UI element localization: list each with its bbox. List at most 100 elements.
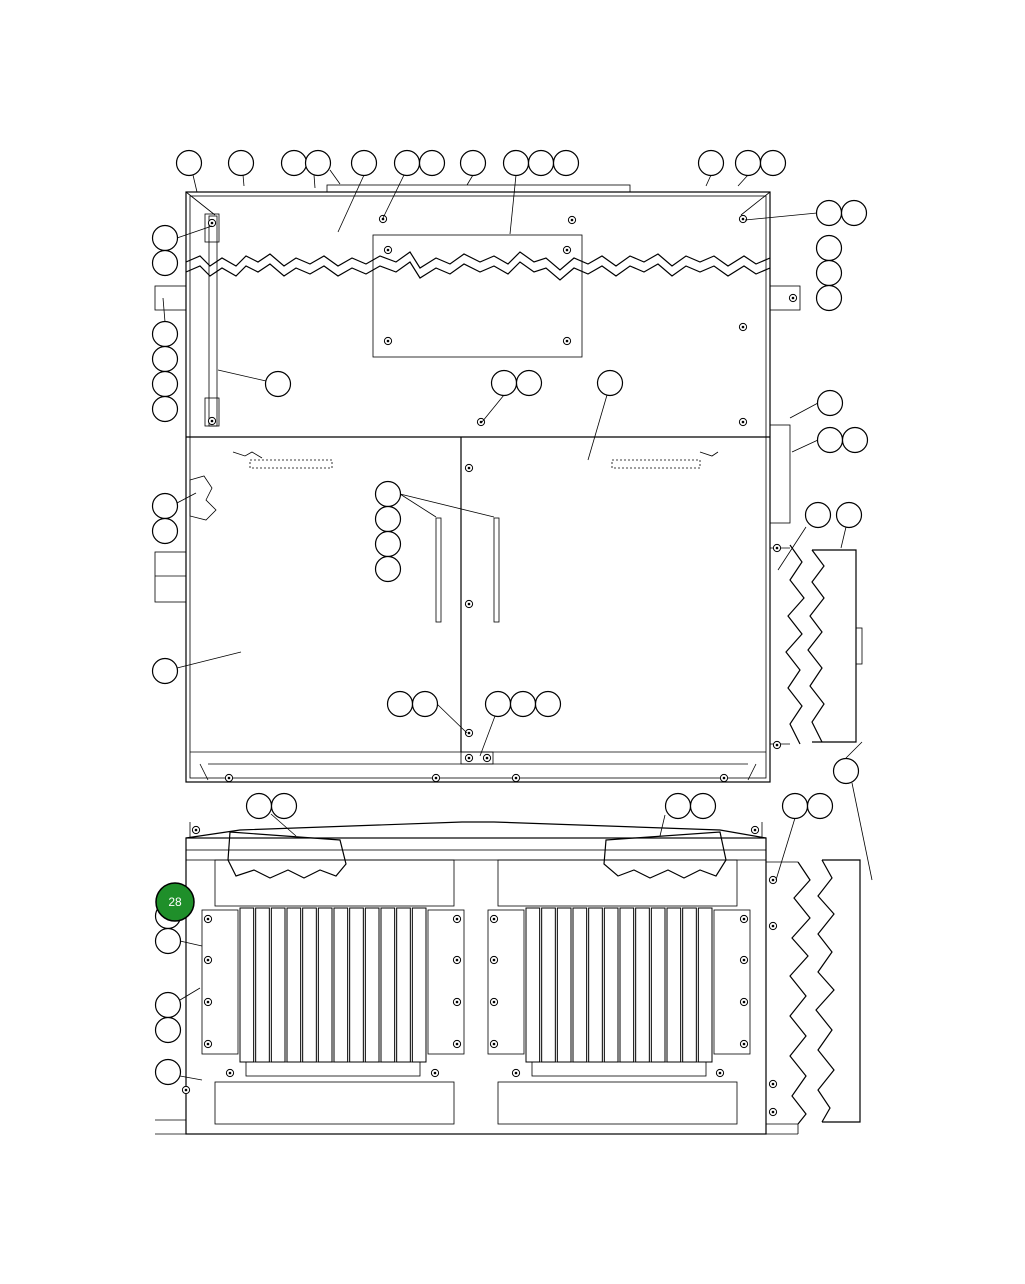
- bolt-center: [467, 602, 471, 606]
- callout-circle[interactable]: [154, 927, 182, 955]
- coil-fins-right: [525, 907, 713, 1063]
- coil-fin: [255, 907, 270, 1063]
- callout-circle[interactable]: [154, 1016, 182, 1044]
- callout-circle[interactable]: [151, 370, 179, 398]
- coil-fin: [635, 907, 650, 1063]
- bolt-center: [718, 1071, 722, 1075]
- callout-circle[interactable]: [151, 657, 179, 685]
- callout-circle[interactable]: [350, 149, 378, 177]
- coil-fin: [541, 907, 556, 1063]
- callout-circle[interactable]: [815, 284, 843, 312]
- leader-line: [845, 741, 863, 759]
- bolt-center: [467, 756, 471, 760]
- leader-line: [509, 174, 517, 235]
- callout-circle[interactable]: [816, 389, 844, 417]
- callout-circle[interactable]: [534, 690, 562, 718]
- callout-circle[interactable]: [151, 345, 179, 373]
- callout-circle[interactable]: [515, 369, 543, 397]
- highlighted-callout[interactable]: 28: [155, 882, 195, 922]
- side-panel-right: [770, 544, 863, 745]
- callout-circle[interactable]: [270, 792, 298, 820]
- callout-circle[interactable]: [386, 690, 414, 718]
- callout-circle[interactable]: [596, 369, 624, 397]
- callout-circle[interactable]: [815, 234, 843, 262]
- coil-fin: [666, 907, 682, 1063]
- callout-circle[interactable]: [175, 149, 203, 177]
- coil-fin: [650, 907, 666, 1063]
- leader-line: [217, 369, 267, 382]
- callout-circle[interactable]: [781, 792, 809, 820]
- coil-fin: [572, 907, 588, 1063]
- leader-line: [399, 493, 495, 518]
- callout-circle[interactable]: [815, 259, 843, 287]
- callout-circle[interactable]: [459, 149, 487, 177]
- leader-line: [775, 817, 796, 881]
- callout-circle[interactable]: [418, 149, 446, 177]
- callout-circle[interactable]: [151, 320, 179, 348]
- callout-circle[interactable]: [832, 757, 860, 785]
- callout-circle[interactable]: [151, 395, 179, 423]
- callout-circle[interactable]: [527, 149, 555, 177]
- coil-fin: [411, 907, 427, 1063]
- bolt-center: [206, 917, 210, 921]
- bolt-center: [485, 756, 489, 760]
- callout-circle[interactable]: [509, 690, 537, 718]
- callout-circle[interactable]: [151, 224, 179, 252]
- callout-circle[interactable]: [664, 792, 692, 820]
- bolt-center: [570, 218, 574, 222]
- callout-28-circle[interactable]: [155, 882, 195, 922]
- callout-circle[interactable]: [154, 991, 182, 1019]
- bolt-center: [455, 1042, 459, 1046]
- callout-circles: [151, 149, 869, 1086]
- coil-fin: [682, 907, 697, 1063]
- leader-line: [192, 174, 198, 193]
- callout-circle[interactable]: [374, 480, 402, 508]
- callout-circle[interactable]: [484, 690, 512, 718]
- callout-circle[interactable]: [759, 149, 787, 177]
- leader-line: [466, 174, 474, 186]
- leader-line: [242, 174, 245, 187]
- callout-circle[interactable]: [374, 530, 402, 558]
- callout-circle[interactable]: [697, 149, 725, 177]
- coil-fin: [333, 907, 349, 1063]
- bolt-center: [565, 339, 569, 343]
- callout-circle[interactable]: [835, 501, 863, 529]
- callout-circle[interactable]: [502, 149, 530, 177]
- coil-fin: [380, 907, 396, 1063]
- callout-circle[interactable]: [374, 555, 402, 583]
- callout-circle[interactable]: [840, 199, 868, 227]
- bolt-center: [753, 828, 757, 832]
- leader-line: [851, 782, 873, 881]
- break-line-top: [185, 251, 771, 271]
- callout-circle[interactable]: [490, 369, 518, 397]
- coil-fin: [603, 907, 619, 1063]
- leader-line: [270, 813, 297, 837]
- leader-line: [436, 703, 468, 734]
- callout-circle[interactable]: [154, 1058, 182, 1086]
- callout-circle[interactable]: [411, 690, 439, 718]
- callout-circle[interactable]: [374, 505, 402, 533]
- bolt-center: [492, 958, 496, 962]
- bolt-center: [771, 1082, 775, 1086]
- callout-circle[interactable]: [393, 149, 421, 177]
- callout-circle[interactable]: [264, 370, 292, 398]
- callout-circle[interactable]: [280, 149, 308, 177]
- callout-circle[interactable]: [151, 517, 179, 545]
- bolt-center: [228, 1071, 232, 1075]
- callout-circle[interactable]: [245, 792, 273, 820]
- callout-circle[interactable]: [689, 792, 717, 820]
- callout-circle[interactable]: [734, 149, 762, 177]
- callout-circle[interactable]: [552, 149, 580, 177]
- callout-circle[interactable]: [227, 149, 255, 177]
- callout-circle[interactable]: [151, 492, 179, 520]
- callout-circle[interactable]: [804, 501, 832, 529]
- callout-circle[interactable]: [304, 149, 332, 177]
- callout-circle[interactable]: [151, 249, 179, 277]
- callout-circle[interactable]: [806, 792, 834, 820]
- leader-line: [329, 169, 341, 185]
- callout-circle[interactable]: [841, 426, 869, 454]
- bolt-center: [492, 917, 496, 921]
- callout-circle[interactable]: [815, 199, 843, 227]
- callout-circle[interactable]: [816, 426, 844, 454]
